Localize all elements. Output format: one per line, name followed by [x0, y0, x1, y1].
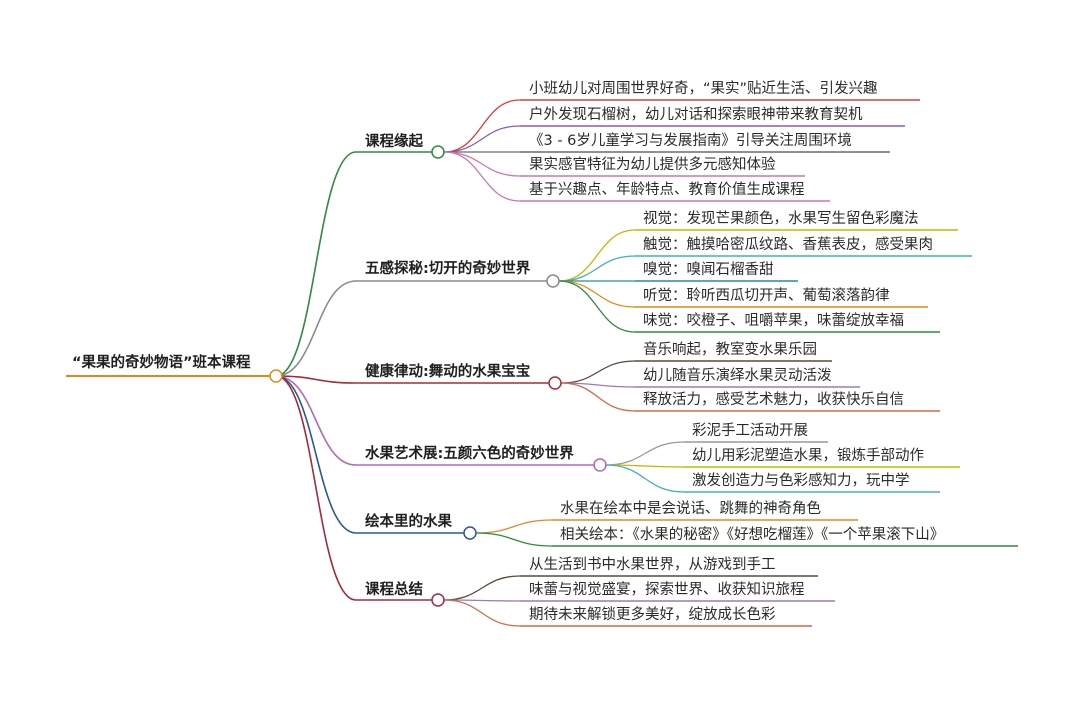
leaf-connector [605, 464, 685, 493]
leaf-connector [443, 99, 521, 153]
leaf-connector [443, 151, 521, 177]
root-title: “果果的奇妙物语”班本课程 [72, 355, 251, 371]
leaf-connector [475, 532, 553, 547]
leaf-item: 嗅觉：嗅闻石榴香甜 [643, 262, 774, 278]
leaf-item: 听觉：聆听西瓜切开声、葡萄滚落韵律 [643, 288, 890, 304]
leaf-connector [443, 575, 521, 601]
leaf-item: 触觉：触摸哈密瓜纹路、香蕉表皮，感受果肉 [643, 237, 933, 253]
leaf-item: 水果在绘本中是会说话、跳舞的神奇角色 [560, 501, 821, 517]
branch-title-summary: 课程总结 [365, 582, 423, 598]
leaf-item: 果实感官特征为幼儿提供多元感知体验 [529, 157, 776, 173]
leaf-connector [558, 255, 636, 282]
leaf-connector [558, 280, 636, 308]
leaf-item: 视觉：发现芒果颜色，水果写生留色彩魔法 [643, 211, 919, 227]
leaf-connector [560, 360, 636, 384]
branch-title-five-senses: 五感探秘:切开的奇妙世界 [365, 261, 531, 277]
branch-node [463, 526, 477, 540]
leaf-connector [475, 519, 553, 534]
leaf-item: 小班幼儿对周围世界好奇，“果实”贴近生活、引发兴趣 [529, 81, 878, 97]
branch-title-rhythm: 健康律动:舞动的水果宝宝 [365, 364, 531, 380]
root-node [269, 369, 283, 383]
branch-node [546, 274, 560, 288]
branch-node [548, 376, 562, 390]
branch-title-art-show: 水果艺术展:五颜六色的奇妙世界 [365, 446, 574, 462]
leaf-item: 相关绘本：《水果的秘密》《好想吃榴莲》《一个苹果滚下山》 [560, 527, 945, 543]
branch-connector [275, 375, 357, 384]
branch-node [593, 458, 607, 472]
leaf-item: 户外发现石榴树，幼儿对话和探索眼神带来教育契机 [529, 107, 863, 123]
leaf-item: 味觉：咬橙子、咀嚼苹果，味蕾绽放幸福 [643, 313, 904, 329]
leaf-item: 味蕾与视觉盛宴，探索世界、收获知识旅程 [529, 582, 805, 598]
branch-connector [275, 375, 357, 534]
branch-connector [275, 375, 357, 601]
branch-connector [275, 151, 357, 377]
leaf-connector [443, 125, 521, 153]
leaf-item: 激发创造力与色彩感知力，玩中学 [692, 473, 910, 489]
leaf-connector [560, 382, 636, 412]
leaf-item: 期待未来解锁更多美好，绽放成长色彩 [529, 607, 776, 623]
leaf-connector [558, 280, 636, 333]
leaf-connector [443, 151, 521, 202]
leaf-item: 彩泥手工活动开展 [692, 423, 808, 439]
leaf-item: 从生活到书中水果世界，从游戏到手工 [529, 557, 776, 573]
leaf-item: 幼儿随音乐演绎水果灵动活泼 [643, 368, 832, 384]
leaf-item: 《3 - 6岁儿童学习与发展指南》引导关注周围环境 [529, 133, 852, 149]
branch-node [431, 145, 445, 159]
leaf-item: 音乐响起，教室变水果乐园 [643, 342, 817, 358]
branch-connector [275, 280, 357, 377]
leaf-connector [443, 599, 521, 627]
leaf-connector [605, 441, 685, 466]
leaf-connector [558, 229, 636, 282]
leaf-item: 基于兴趣点、年龄特点、教育价值生成课程 [529, 182, 805, 198]
branch-node [431, 593, 445, 607]
leaf-item: 释放活力，感受艺术魅力，收获快乐自信 [643, 392, 904, 408]
branch-title-origin: 课程缘起 [365, 134, 423, 150]
branch-connector [275, 375, 357, 466]
leaf-item: 幼儿用彩泥塑造水果，锻炼手部动作 [692, 448, 924, 464]
branch-title-picture-books: 绘本里的水果 [365, 514, 452, 530]
